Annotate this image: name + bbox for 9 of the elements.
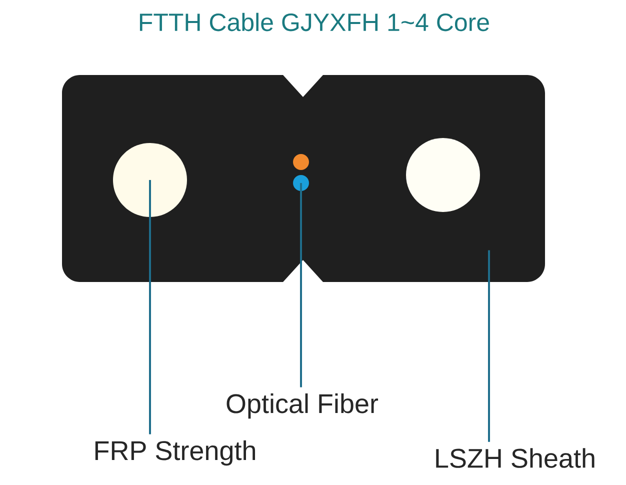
label: LSZH Sheath	[436, 448, 594, 468]
leader-line	[488, 250, 490, 442]
title: FTTH Cable GJYXFH 1~4 Core	[140, 12, 489, 32]
leader-line	[149, 180, 151, 434]
strength-member	[113, 143, 187, 217]
label: FRP Strength	[95, 440, 256, 466]
leader-line	[300, 183, 302, 388]
optical-fiber	[293, 175, 309, 191]
label: Optical Fiber	[226, 393, 378, 419]
